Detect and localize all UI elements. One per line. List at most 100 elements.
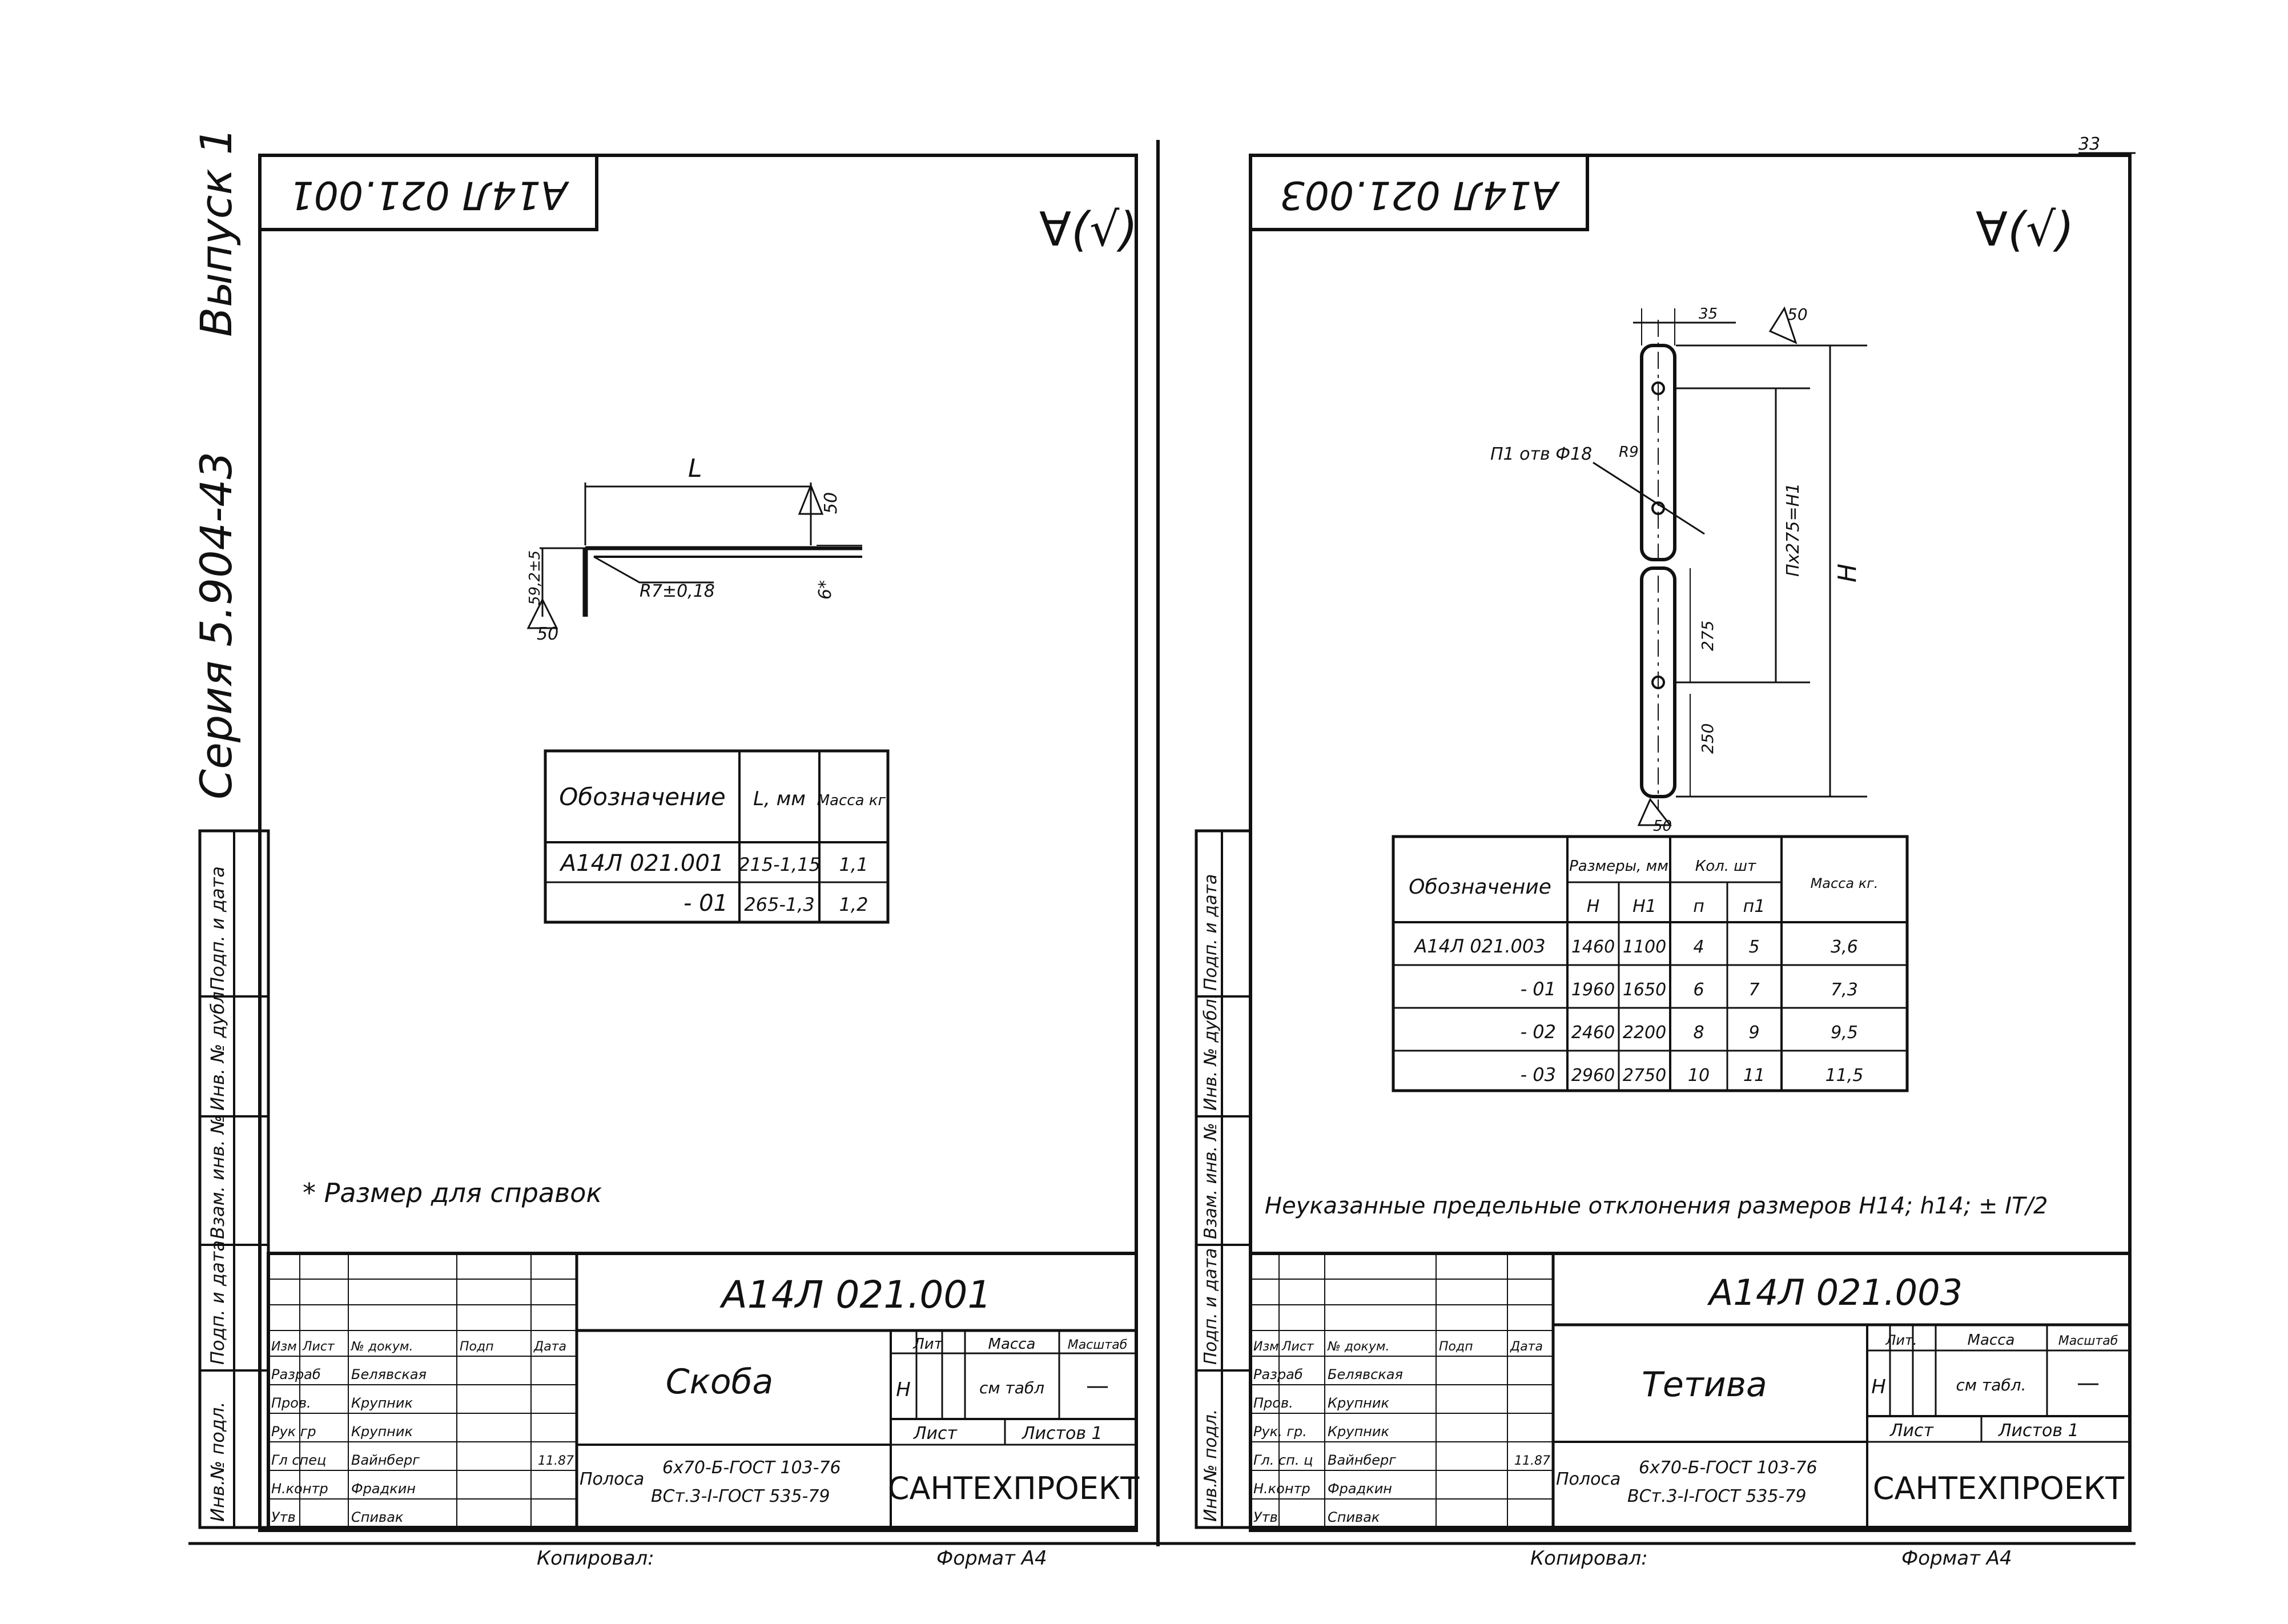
left-title-block bbox=[267, 1252, 1138, 1529]
left-material-3: ВСт.3-I-ГОСТ 535-79 bbox=[651, 1486, 830, 1506]
left-tb-col-header: Дата bbox=[533, 1340, 566, 1354]
left-tb-role: Пров. bbox=[271, 1395, 311, 1411]
right-table-cell: 2960 bbox=[1571, 1066, 1615, 1086]
left-side-label-4: Подп. и дата bbox=[207, 866, 228, 991]
left-tb-role: Гл спец bbox=[271, 1452, 326, 1468]
left-dim-L: L bbox=[688, 454, 702, 483]
right-table-header-0: Обозначение bbox=[1409, 875, 1551, 899]
right-table-cell: 7,3 bbox=[1831, 980, 1858, 1000]
right-dim-50b: 50 bbox=[1653, 818, 1672, 835]
right-tb-role: Гл. сп. ц bbox=[1253, 1452, 1313, 1468]
left-format: Формат А4 bbox=[936, 1547, 1047, 1570]
right-table-cell: 2460 bbox=[1571, 1023, 1615, 1043]
right-lit-label: Лит. bbox=[1885, 1332, 1917, 1348]
left-side-label-3: Инв. № дубл. bbox=[207, 986, 228, 1111]
right-tb-role: Пров. bbox=[1253, 1395, 1293, 1411]
left-tb-person: Спивак bbox=[351, 1509, 404, 1525]
right-table-cell: 9,5 bbox=[1831, 1023, 1858, 1043]
right-tb-person: Фрадкин bbox=[1328, 1481, 1392, 1497]
right-dim-35: 35 bbox=[1699, 305, 1718, 323]
right-tb-person: Крупник bbox=[1328, 1424, 1389, 1440]
left-dim-50a: 50 bbox=[821, 492, 841, 514]
right-tb-person: Белявская bbox=[1328, 1366, 1403, 1382]
right-tb-col-header: Изм bbox=[1253, 1340, 1279, 1354]
right-part-drawing bbox=[1593, 306, 1867, 826]
right-tb-person: Крупник bbox=[1328, 1395, 1389, 1411]
right-dim-250: 250 bbox=[1698, 723, 1717, 754]
right-side-label-2: Взам. инв. № bbox=[1201, 1123, 1221, 1239]
left-tb-person: Крупник bbox=[351, 1395, 413, 1411]
right-side-strip: Инв.№ подл. Подп. и дата Взам. инв. № Ин… bbox=[1195, 829, 1252, 1529]
left-tb-role: Разраб bbox=[271, 1366, 321, 1382]
left-mass-label: Масса bbox=[988, 1336, 1036, 1353]
left-stamp-box bbox=[258, 154, 598, 231]
left-tb-role: Утв bbox=[271, 1509, 296, 1525]
left-dim-side: 59,2±5 bbox=[526, 550, 544, 605]
right-table-cell: 10 bbox=[1688, 1066, 1710, 1086]
right-material-1: Полоса bbox=[1556, 1469, 1621, 1489]
series-label: Серия 5.904-43 bbox=[191, 452, 242, 799]
right-copied: Копировал: bbox=[1530, 1547, 1648, 1570]
right-holes-label: П1 отв Ф18 bbox=[1490, 444, 1592, 464]
left-dim-radius: R7±0,18 bbox=[640, 581, 715, 601]
left-date: 11.87 bbox=[538, 1454, 574, 1468]
left-spec-table bbox=[544, 749, 890, 924]
left-side-label-2: Взам. инв. № bbox=[207, 1115, 228, 1239]
left-tb-role: Н.контр bbox=[271, 1481, 328, 1497]
right-material-2: 6x70-Б-ГОСТ 103-76 bbox=[1639, 1458, 1817, 1478]
right-table-header-3: Масса кг. bbox=[1811, 875, 1879, 891]
right-table-subheader: Н1 bbox=[1632, 897, 1656, 916]
right-dim-50a: 50 bbox=[1787, 305, 1808, 324]
right-spec-table bbox=[1392, 835, 1909, 1092]
right-side-label-4: Подп. и дата bbox=[1201, 874, 1221, 991]
right-title-name: Тетива bbox=[1642, 1365, 1767, 1405]
left-material-1: Полоса bbox=[580, 1469, 644, 1489]
right-tb-col-header: Дата bbox=[1510, 1340, 1543, 1354]
right-table-cell: - 02 bbox=[1521, 1021, 1556, 1043]
left-frame bbox=[258, 154, 1138, 1532]
left-roughness-mark: ∀(√) bbox=[1039, 203, 1137, 257]
left-part-drawing bbox=[526, 483, 862, 629]
left-scale-value: — bbox=[1086, 1373, 1109, 1399]
right-table-cell: 2200 bbox=[1623, 1023, 1666, 1043]
right-scale-label: Масштаб bbox=[2058, 1334, 2118, 1348]
right-stamp-box bbox=[1249, 154, 1589, 231]
left-tb-role: Рук гр bbox=[271, 1424, 316, 1440]
right-table-cell: 5 bbox=[1748, 937, 1759, 957]
right-table-subheader: п1 bbox=[1743, 897, 1766, 916]
left-table-header-0: Обозначение bbox=[559, 783, 725, 811]
right-side-label-1: Подп. и дата bbox=[1201, 1248, 1221, 1365]
left-mass-value: см табл bbox=[979, 1378, 1044, 1397]
right-tb-col-header: № докум. bbox=[1327, 1340, 1389, 1354]
right-table-cell: 1460 bbox=[1571, 937, 1615, 957]
left-tb-col-header: Изм bbox=[271, 1340, 297, 1354]
right-table-header-1: Размеры, мм bbox=[1569, 858, 1668, 875]
left-tb-col-header: Подп bbox=[460, 1340, 494, 1354]
left-side-label-0: Инв.№ подл. bbox=[207, 1401, 228, 1522]
right-sheet: A14Л 021.003 ∀(√) 33 Инв.№ подл. Подп. и… bbox=[1195, 134, 2136, 1570]
right-table-cell: 11,5 bbox=[1825, 1066, 1864, 1086]
right-tb-person: Спивак bbox=[1328, 1509, 1380, 1525]
left-sheet-label: Лист bbox=[913, 1424, 958, 1444]
right-mass-label: Масса bbox=[1968, 1332, 2015, 1349]
left-scale-label: Масштаб bbox=[1068, 1338, 1128, 1352]
right-dim-H: Н bbox=[1833, 564, 1862, 582]
right-title-code: A14Л 021.003 bbox=[1707, 1272, 1963, 1313]
left-dim-6: 6* bbox=[815, 580, 835, 600]
right-table-cell: 1960 bbox=[1571, 980, 1615, 1000]
right-table-cell: 9 bbox=[1748, 1023, 1759, 1043]
right-table-cell: 4 bbox=[1693, 937, 1704, 957]
right-tb-col-header: Лист bbox=[1281, 1340, 1314, 1354]
right-stamp-code: A14Л 021.003 bbox=[1280, 172, 1561, 217]
right-note: Неуказанные предельные отклонения размер… bbox=[1265, 1193, 2048, 1219]
right-sheets-label: Листов 1 bbox=[1998, 1421, 2079, 1441]
left-table-cell: 1,1 bbox=[839, 854, 868, 875]
right-tb-role: Рук. гр. bbox=[1253, 1424, 1307, 1440]
right-table-cell: 7 bbox=[1748, 980, 1759, 1000]
